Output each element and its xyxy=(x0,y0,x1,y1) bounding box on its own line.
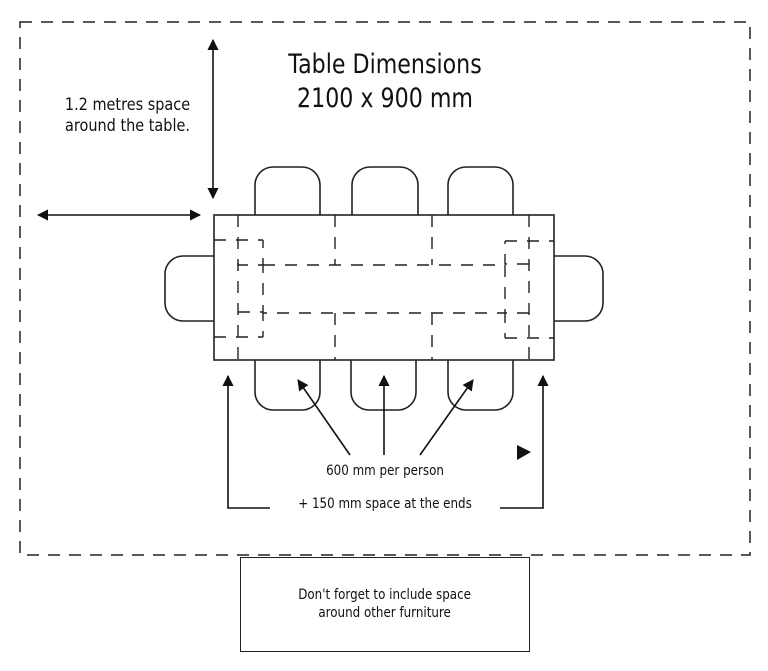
chair-left xyxy=(164,255,214,322)
note-line-1: Don't forget to include space xyxy=(298,587,472,603)
chair-bottom-3 xyxy=(447,360,514,411)
left-end-arrow xyxy=(222,374,270,509)
table xyxy=(213,214,555,361)
note-box: Don't forget to include space around oth… xyxy=(240,557,530,652)
dimension-arrows xyxy=(36,38,549,509)
note-line-2: around other furniture xyxy=(318,604,452,621)
right-end-arrow xyxy=(500,374,549,509)
clearance-line-1: 1.2 metres space xyxy=(64,95,191,115)
per-person-label: 600 mm per person xyxy=(326,463,444,479)
ends-label: + 150 mm space at the ends xyxy=(280,496,490,514)
clearance-label: 1.2 metres space around the table. xyxy=(45,95,211,138)
chair-top-1 xyxy=(254,166,321,215)
chair-right xyxy=(554,255,604,322)
person-arrow-1 xyxy=(297,379,351,456)
place-setting-guides xyxy=(214,215,554,360)
chair-top-2 xyxy=(351,166,419,215)
play-triangle-icon xyxy=(517,445,531,460)
chairs xyxy=(164,166,604,411)
title-line-2: 2100 x 900 mm xyxy=(297,82,473,114)
chair-top-3 xyxy=(447,166,514,215)
person-arrow-3 xyxy=(419,379,474,456)
clearance-line-2: around the table. xyxy=(65,116,190,137)
diagram-title: Table Dimensions 2100 x 900 mm xyxy=(274,48,495,116)
chair-bottom-1 xyxy=(254,360,321,411)
room-boundary xyxy=(19,21,751,556)
title-line-1: Table Dimensions xyxy=(288,49,482,80)
